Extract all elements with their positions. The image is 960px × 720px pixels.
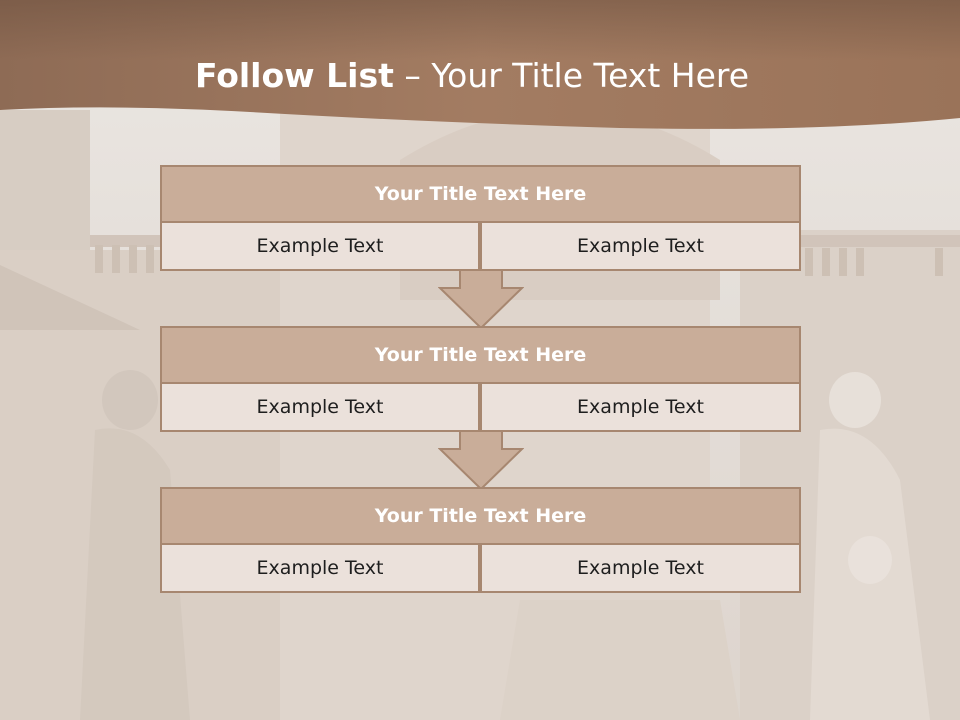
step-cell-left: Example Text: [160, 545, 480, 593]
down-arrow-icon: [438, 431, 524, 491]
down-arrow-icon: [438, 270, 524, 330]
step-cell-right: Example Text: [480, 223, 801, 271]
step-cell-right: Example Text: [480, 384, 801, 432]
header-band: [0, 0, 960, 129]
step-cell-right: Example Text: [480, 545, 801, 593]
step-3: Your Title Text Here Example Text Exampl…: [160, 487, 801, 593]
step-title: Your Title Text Here: [160, 487, 801, 545]
step-2: Your Title Text Here Example Text Exampl…: [160, 326, 801, 432]
slide-title: Follow List – Your Title Text Here: [0, 50, 944, 102]
step-title: Your Title Text Here: [160, 326, 801, 384]
step-cell-left: Example Text: [160, 384, 480, 432]
slide-title-rest: – Your Title Text Here: [393, 56, 750, 95]
step-title: Your Title Text Here: [160, 165, 801, 223]
step-cell-left: Example Text: [160, 223, 480, 271]
step-1: Your Title Text Here Example Text Exampl…: [160, 165, 801, 271]
slide-title-bold: Follow List: [194, 56, 394, 95]
